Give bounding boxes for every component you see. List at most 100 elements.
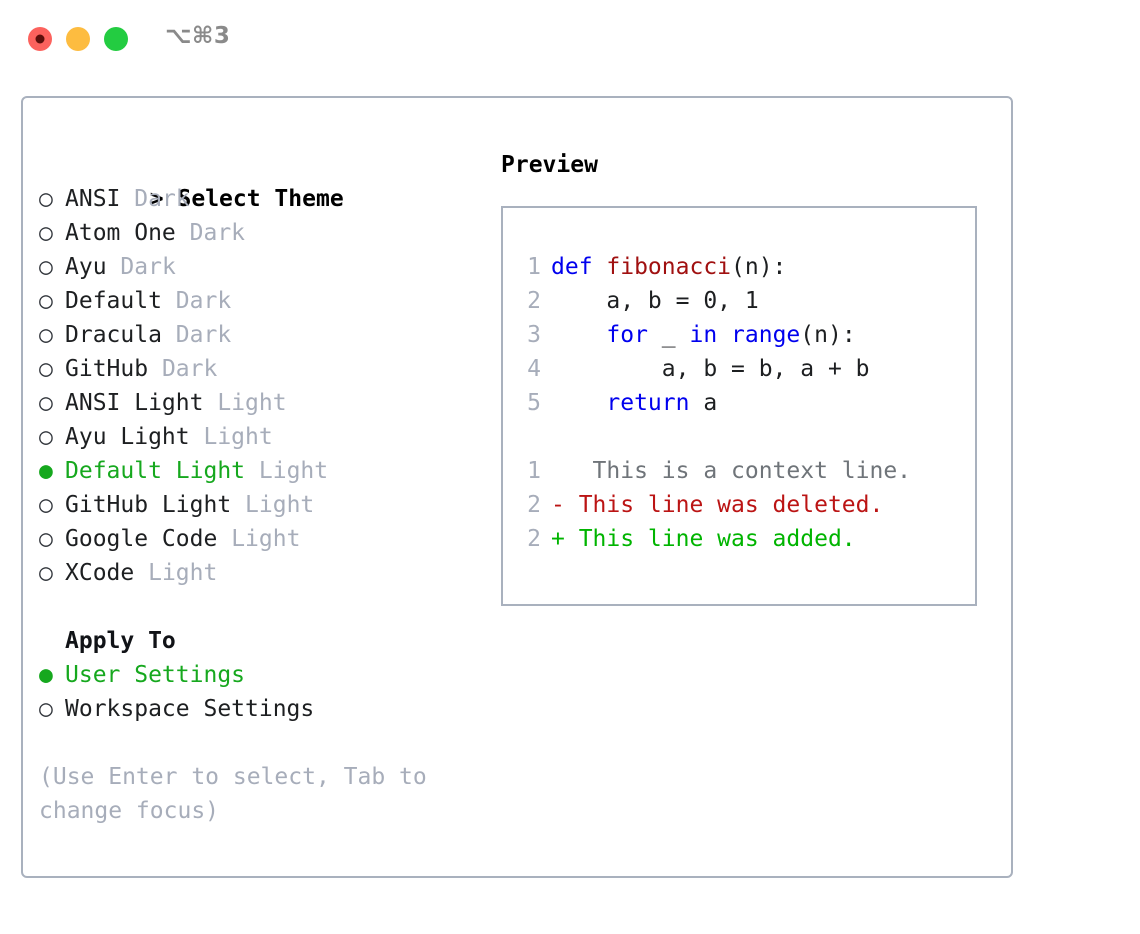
theme-name: Dracula: [65, 322, 162, 348]
apply-to-label: User Settings: [65, 662, 246, 688]
line-number: 2: [527, 492, 541, 518]
line-number: 4: [527, 356, 541, 382]
theme-list-item[interactable]: ○ GitHub Light Light: [39, 488, 479, 522]
radio-selected-icon: ●: [39, 458, 53, 484]
spacer: [162, 322, 176, 348]
theme-list-item[interactable]: ○Ayu Light Light: [39, 420, 479, 454]
theme-name: ANSI Light: [65, 390, 204, 416]
theme-variant-tag: Dark: [161, 356, 218, 382]
apply-to-group: Apply To ● User Settings ○Workspace Settin…: [39, 624, 479, 726]
maximize-button-icon[interactable]: [104, 27, 128, 51]
diff-line-text: - This line was deleted.: [551, 492, 884, 518]
code-token-plain: a, b = b, a + b: [551, 356, 870, 382]
apply-to-heading: Apply To: [65, 628, 176, 654]
close-button-icon[interactable]: [28, 27, 52, 51]
diff-line: 1 This is a context line.: [517, 454, 969, 488]
code-line: 4 a, b = b, a + b: [517, 352, 969, 386]
theme-list-item[interactable]: ○GitHub Dark: [39, 352, 479, 386]
spacer: [120, 186, 134, 212]
apply-to-option[interactable]: ○Workspace Settings: [39, 692, 479, 726]
heading-prompt-caret: >: [149, 186, 164, 212]
traffic-light-group: [28, 27, 128, 51]
theme-name: ANSI: [65, 186, 121, 212]
theme-list: ○ANSI Dark○Atom One Dark○Ayu Dark○Defaul…: [39, 182, 479, 590]
theme-name: Default: [65, 288, 162, 314]
radio-unselected-icon: ○: [39, 526, 53, 552]
theme-list-item[interactable]: ○Google Code Light: [39, 522, 479, 556]
theme-variant-tag: Dark: [175, 322, 232, 348]
theme-list-item[interactable]: ○ ANSI Light Light: [39, 386, 479, 420]
code-line-text: for _ in range(n):: [551, 318, 855, 352]
theme-variant-tag: Light: [231, 526, 301, 552]
diff-line-text: + This line was added.: [551, 526, 856, 552]
theme-list-item[interactable]: ●Default Light Light: [39, 454, 479, 488]
code-line: 5 return a: [517, 386, 969, 420]
spacer: [190, 424, 204, 450]
line-number: 3: [527, 322, 541, 348]
theme-variant-tag: Light: [217, 390, 287, 416]
spacer: [107, 254, 121, 280]
theme-variant-tag: Light: [148, 560, 218, 586]
radio-unselected-icon: ○: [39, 696, 53, 722]
radio-unselected-icon: ○: [39, 560, 53, 586]
spacer: [134, 560, 148, 586]
radio-unselected-icon: ○: [39, 220, 53, 246]
spacer: [148, 356, 162, 382]
theme-list-item[interactable]: ○Default Dark: [39, 284, 479, 318]
code-line-text: def fibonacci(n):: [551, 250, 786, 284]
code-token-plain: a: [703, 390, 718, 416]
radio-selected-icon: ●: [39, 662, 53, 688]
code-token-plain: (n):: [731, 254, 787, 280]
theme-variant-tag: Light: [203, 424, 273, 450]
radio-unselected-icon: ○: [39, 390, 53, 416]
spacer: [176, 220, 190, 246]
code-line-text: a, b = 0, 1: [551, 284, 758, 318]
radio-unselected-icon: ○: [39, 322, 53, 348]
preview-separator: [517, 420, 969, 454]
code-token-kw: def: [551, 254, 607, 280]
line-number: 2: [527, 288, 541, 314]
title-bar: ⌥⌘3: [0, 0, 1140, 78]
theme-name: Ayu Light: [65, 424, 190, 450]
theme-list-item[interactable]: ○ Dracula Dark: [39, 318, 479, 352]
spacer: [203, 390, 217, 416]
theme-picker-column: > Select Theme ○ANSI Dark○Atom One Dark○…: [39, 148, 479, 828]
code-token-fn: fibonacci: [606, 254, 732, 280]
spacer: [217, 526, 231, 552]
minimize-button-icon[interactable]: [66, 27, 90, 51]
select-theme-heading: > Select Theme: [39, 148, 479, 212]
theme-variant-tag: Light: [258, 458, 329, 484]
theme-list-item[interactable]: ○Ayu Dark: [39, 250, 479, 284]
theme-variant-tag: Dark: [189, 220, 246, 246]
line-number: 5: [527, 390, 541, 416]
apply-to-option[interactable]: ● User Settings: [39, 658, 479, 692]
code-line-text: a, b = b, a + b: [551, 352, 870, 386]
heading-label: Select Theme: [177, 186, 344, 212]
code-line-text: return a: [551, 386, 717, 420]
line-number: 1: [527, 254, 541, 280]
theme-name: GitHub: [65, 356, 149, 382]
theme-name: GitHub Light: [65, 492, 232, 518]
theme-list-item[interactable]: ○ Atom One Dark: [39, 216, 479, 250]
theme-list-item[interactable]: ○ ANSI Dark: [39, 182, 479, 216]
apply-to-list: ● User Settings ○Workspace Settings: [39, 658, 479, 726]
theme-list-item[interactable]: ○XCode Light: [39, 556, 479, 590]
spacer: [245, 458, 259, 484]
radio-unselected-icon: ○: [39, 288, 53, 314]
theme-variant-tag: Light: [245, 492, 315, 518]
theme-name: Atom One: [65, 220, 176, 246]
preview-heading: Preview: [501, 152, 598, 178]
theme-variant-tag: Dark: [134, 186, 190, 212]
code-line: 3 for _ in range(n):: [517, 318, 969, 352]
code-token-plain: _: [661, 322, 690, 348]
spacer: [231, 492, 245, 518]
theme-name: Ayu: [65, 254, 107, 280]
radio-unselected-icon: ○: [39, 186, 53, 212]
line-number: 1: [527, 458, 541, 484]
radio-unselected-icon: ○: [39, 492, 53, 518]
code-line: 1 def fibonacci(n):: [517, 250, 969, 284]
main-panel: > Select Theme ○ANSI Dark○Atom One Dark○…: [21, 96, 1013, 878]
